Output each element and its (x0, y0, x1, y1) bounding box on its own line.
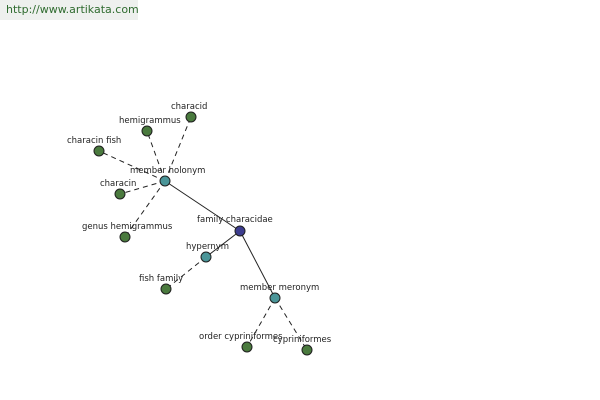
node-leaf-characid[interactable] (185, 111, 197, 123)
graph-nodes (93, 111, 313, 356)
label-hemigrammus[interactable]: hemigrammus (119, 116, 181, 126)
site-url-banner[interactable]: http://www.artikata.com (0, 0, 139, 20)
label-hypernym[interactable]: hypernym (186, 242, 229, 252)
edge-hypernym-fish-family (165, 256, 207, 290)
edge-focus-hypernym (205, 230, 241, 258)
label-member-holonym[interactable]: member holonym (130, 166, 205, 176)
node-leaf-genus-hemigrammus[interactable] (119, 231, 131, 243)
label-characin[interactable]: characin (100, 179, 136, 189)
label-genus-hemigrammus[interactable]: genus hemigrammus (82, 222, 173, 232)
edge-holonym-characin-fish (98, 150, 166, 182)
edge-focus-member-meronym (239, 230, 276, 299)
label-order-cypriniformes[interactable]: order cypriniformes (199, 332, 283, 342)
node-leaf-hemigrammus[interactable] (141, 125, 153, 137)
edge-focus-member-holonym (164, 180, 241, 232)
label-characin-fish[interactable]: characin fish (67, 136, 121, 146)
label-characid[interactable]: characid (171, 102, 207, 112)
label-cypriniformes[interactable]: cypriniformes (273, 335, 332, 345)
node-rel-hypernym[interactable] (200, 251, 212, 263)
edge-meronym-order-cypriniformes (246, 297, 276, 348)
node-leaf-cypriniformes[interactable] (301, 344, 313, 356)
label-family-characidae[interactable]: family characidae (197, 215, 273, 225)
label-fish-family[interactable]: fish family (139, 274, 183, 284)
node-focus-family-characidae[interactable] (234, 225, 246, 237)
edge-holonym-characin (119, 180, 166, 195)
node-leaf-characin[interactable] (114, 188, 126, 200)
edge-meronym-cypriniformes (274, 297, 308, 351)
label-member-meronym[interactable]: member meronym (240, 283, 319, 293)
graph-labels: characid hemigrammus characin fish chara… (67, 102, 332, 345)
edge-holonym-characid (164, 116, 192, 182)
graph-edges (98, 116, 308, 351)
node-rel-member-holonym[interactable] (159, 175, 171, 187)
node-leaf-characin-fish[interactable] (93, 145, 105, 157)
edge-holonym-genus-hemigrammus (124, 180, 166, 238)
node-leaf-fish-family[interactable] (160, 283, 172, 295)
node-leaf-order-cypriniformes[interactable] (241, 341, 253, 353)
node-rel-member-meronym[interactable] (269, 292, 281, 304)
